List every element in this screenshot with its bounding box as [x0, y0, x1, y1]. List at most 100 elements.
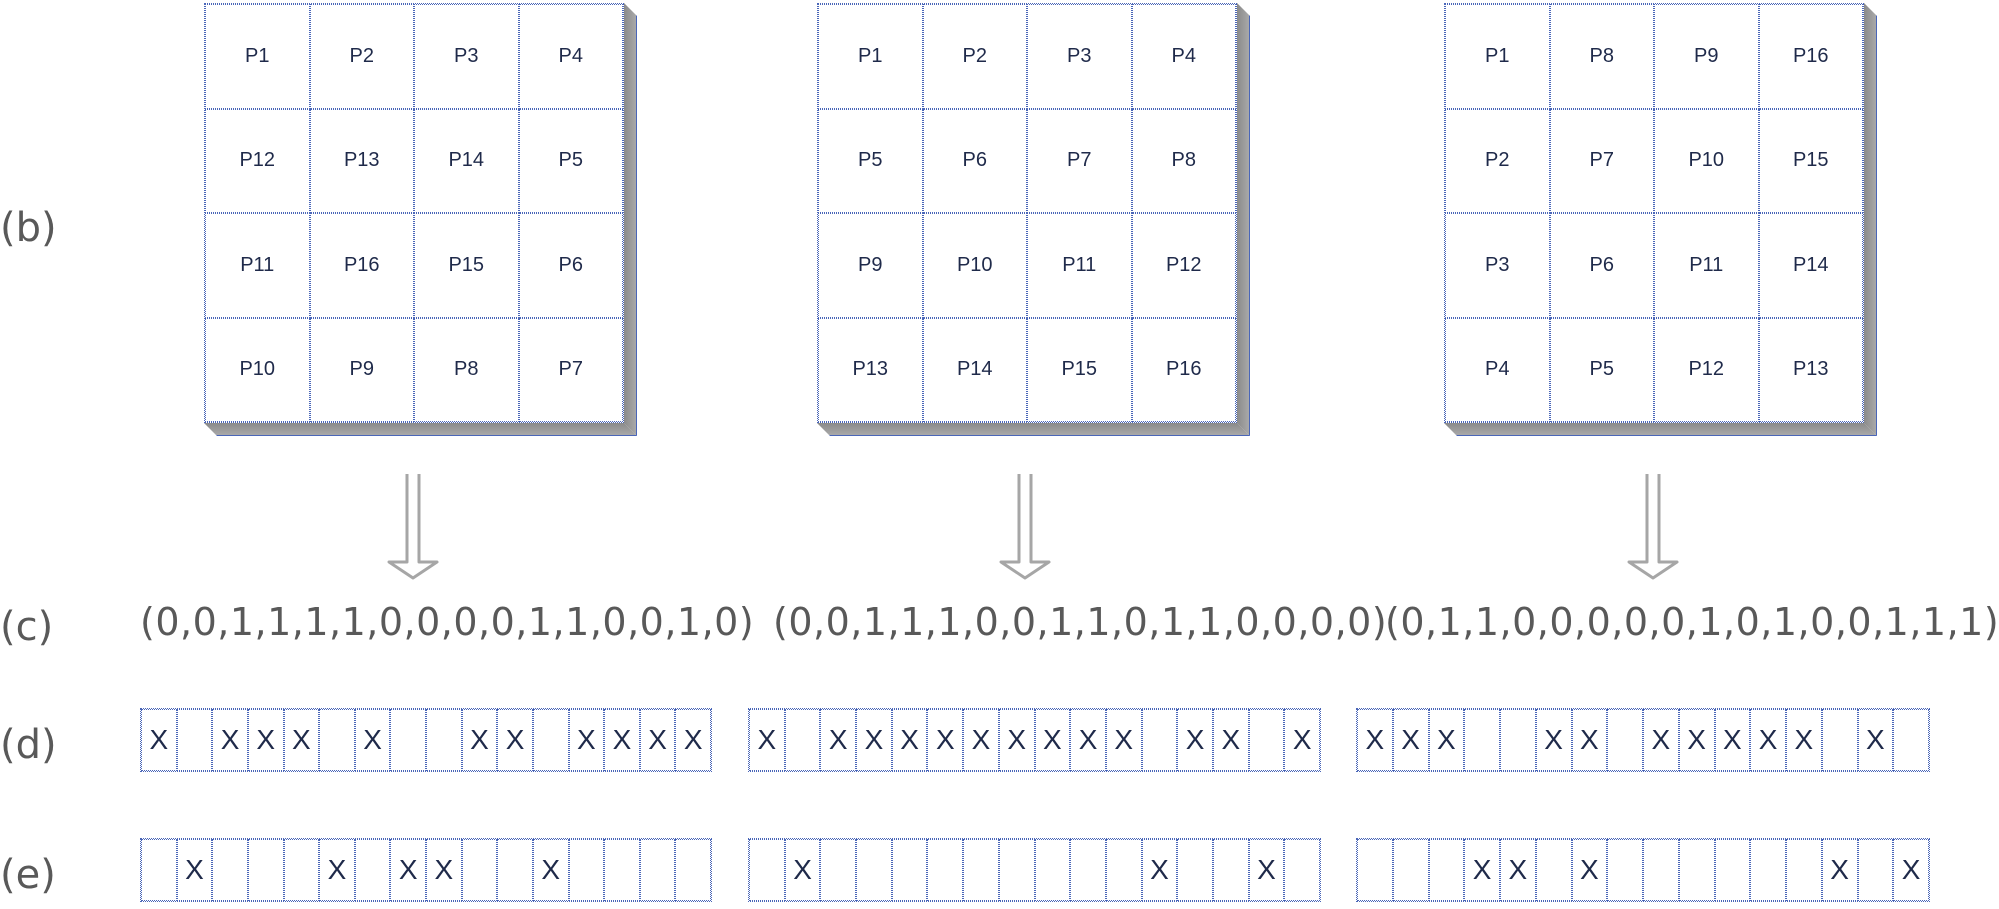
grid-cell: P13 — [1758, 317, 1863, 422]
strip-box — [247, 839, 284, 901]
strip-box: X — [1392, 709, 1429, 771]
grid-cell: P12 — [1131, 213, 1236, 318]
strip-box: X — [1750, 709, 1786, 771]
strip-box: X — [532, 839, 569, 901]
strip-box: X — [1141, 839, 1178, 901]
strip-box — [1821, 709, 1858, 771]
grid-bottom-edge — [204, 423, 637, 436]
binary-vector: (0,0,1,1,1,1,0,0,0,0,1,1,0,0,1,0) — [140, 600, 755, 644]
strip-box: X — [1464, 839, 1500, 901]
strip-box: X — [1786, 709, 1822, 771]
grid-cell: P9 — [818, 213, 923, 318]
strip-box — [283, 839, 320, 901]
grid-cell: P2 — [309, 4, 414, 109]
strip-box: X — [1034, 709, 1071, 771]
strip-box — [1177, 839, 1213, 901]
strip-box — [749, 839, 785, 901]
strip-box — [319, 709, 355, 771]
strip-box: X — [998, 709, 1035, 771]
strip-box: X — [1535, 709, 1572, 771]
strip-box: X — [963, 709, 999, 771]
binary-vector: (0,1,1,0,0,0,0,0,1,0,1,0,0,1,1,1) — [1385, 600, 1999, 644]
strip-box — [1786, 839, 1822, 901]
row-label-c: (c) — [0, 604, 54, 650]
strip-box: X — [1177, 709, 1213, 771]
grid-side-edge — [1864, 3, 1877, 436]
grid-cell: P1 — [818, 4, 923, 109]
grid-cell: P9 — [1654, 4, 1759, 109]
strip-box — [1428, 839, 1465, 901]
strip-box — [1535, 839, 1572, 901]
strip-box — [1643, 839, 1679, 901]
strip-box — [1678, 839, 1715, 901]
grid-cell: P5 — [518, 108, 623, 213]
strip-box: X — [1500, 839, 1536, 901]
strip-box: X — [1714, 709, 1751, 771]
strip-box — [497, 839, 533, 901]
grid-cell: P6 — [1549, 213, 1654, 318]
grid-cell: P1 — [1445, 4, 1550, 109]
strip-box — [1500, 709, 1536, 771]
grid-cell: P13 — [309, 108, 414, 213]
strip-box — [461, 839, 498, 901]
strip-box: X — [283, 709, 320, 771]
down-arrow-icon — [387, 474, 439, 580]
strip-box: X — [497, 709, 533, 771]
grid-cell: P8 — [414, 317, 519, 422]
strip-box — [532, 709, 569, 771]
strip-box — [820, 839, 857, 901]
strip-box: X — [820, 709, 857, 771]
grid-cell: P6 — [922, 108, 1027, 213]
grid-cell: P11 — [205, 213, 310, 318]
grid-side-edge — [624, 3, 637, 436]
strip-box — [1857, 839, 1894, 901]
strip-box — [1714, 839, 1751, 901]
grid-cell: P7 — [1549, 108, 1654, 213]
grid-cell: P2 — [1445, 108, 1550, 213]
grid-cell: P13 — [818, 317, 923, 422]
binary-vector: (0,0,1,1,1,0,0,1,1,0,1,1,0,0,0,0) — [773, 600, 1388, 644]
grid-side-edge — [1237, 3, 1250, 436]
strip-box: X — [675, 709, 711, 771]
strip-box: X — [1248, 839, 1285, 901]
strip-box: X — [1212, 709, 1249, 771]
strip-box — [1070, 839, 1106, 901]
strip-box — [1392, 839, 1429, 901]
strip-box: X — [784, 839, 821, 901]
grid-cell: P14 — [414, 108, 519, 213]
strip-box — [998, 839, 1035, 901]
grid-cell: P3 — [1445, 213, 1550, 318]
strip-box: X — [319, 839, 355, 901]
strip-box — [390, 709, 426, 771]
grid-cell: P7 — [518, 317, 623, 422]
strip-box — [784, 709, 821, 771]
strip-box — [568, 839, 605, 901]
grid-cell: P12 — [1654, 317, 1759, 422]
grid-cell: P15 — [414, 213, 519, 318]
strip-box: X — [354, 709, 391, 771]
row-label-b: (b) — [0, 205, 57, 251]
row-label-d: (d) — [0, 722, 57, 768]
strip-box: X — [749, 709, 785, 771]
strip-box — [639, 839, 676, 901]
strip-box — [1141, 709, 1178, 771]
grid-cell: P11 — [1654, 213, 1759, 318]
grid-cell: P11 — [1027, 213, 1132, 318]
strip-box: X — [1105, 709, 1142, 771]
strip-box — [1248, 709, 1285, 771]
grid-cell: P10 — [1654, 108, 1759, 213]
strip-box: X — [639, 709, 676, 771]
strip-box: X — [891, 709, 928, 771]
strip-box: X — [176, 839, 213, 901]
strip-box — [891, 839, 928, 901]
strip-box — [1284, 839, 1320, 901]
grid-cell: P15 — [1758, 108, 1863, 213]
grid-cell: P10 — [922, 213, 1027, 318]
